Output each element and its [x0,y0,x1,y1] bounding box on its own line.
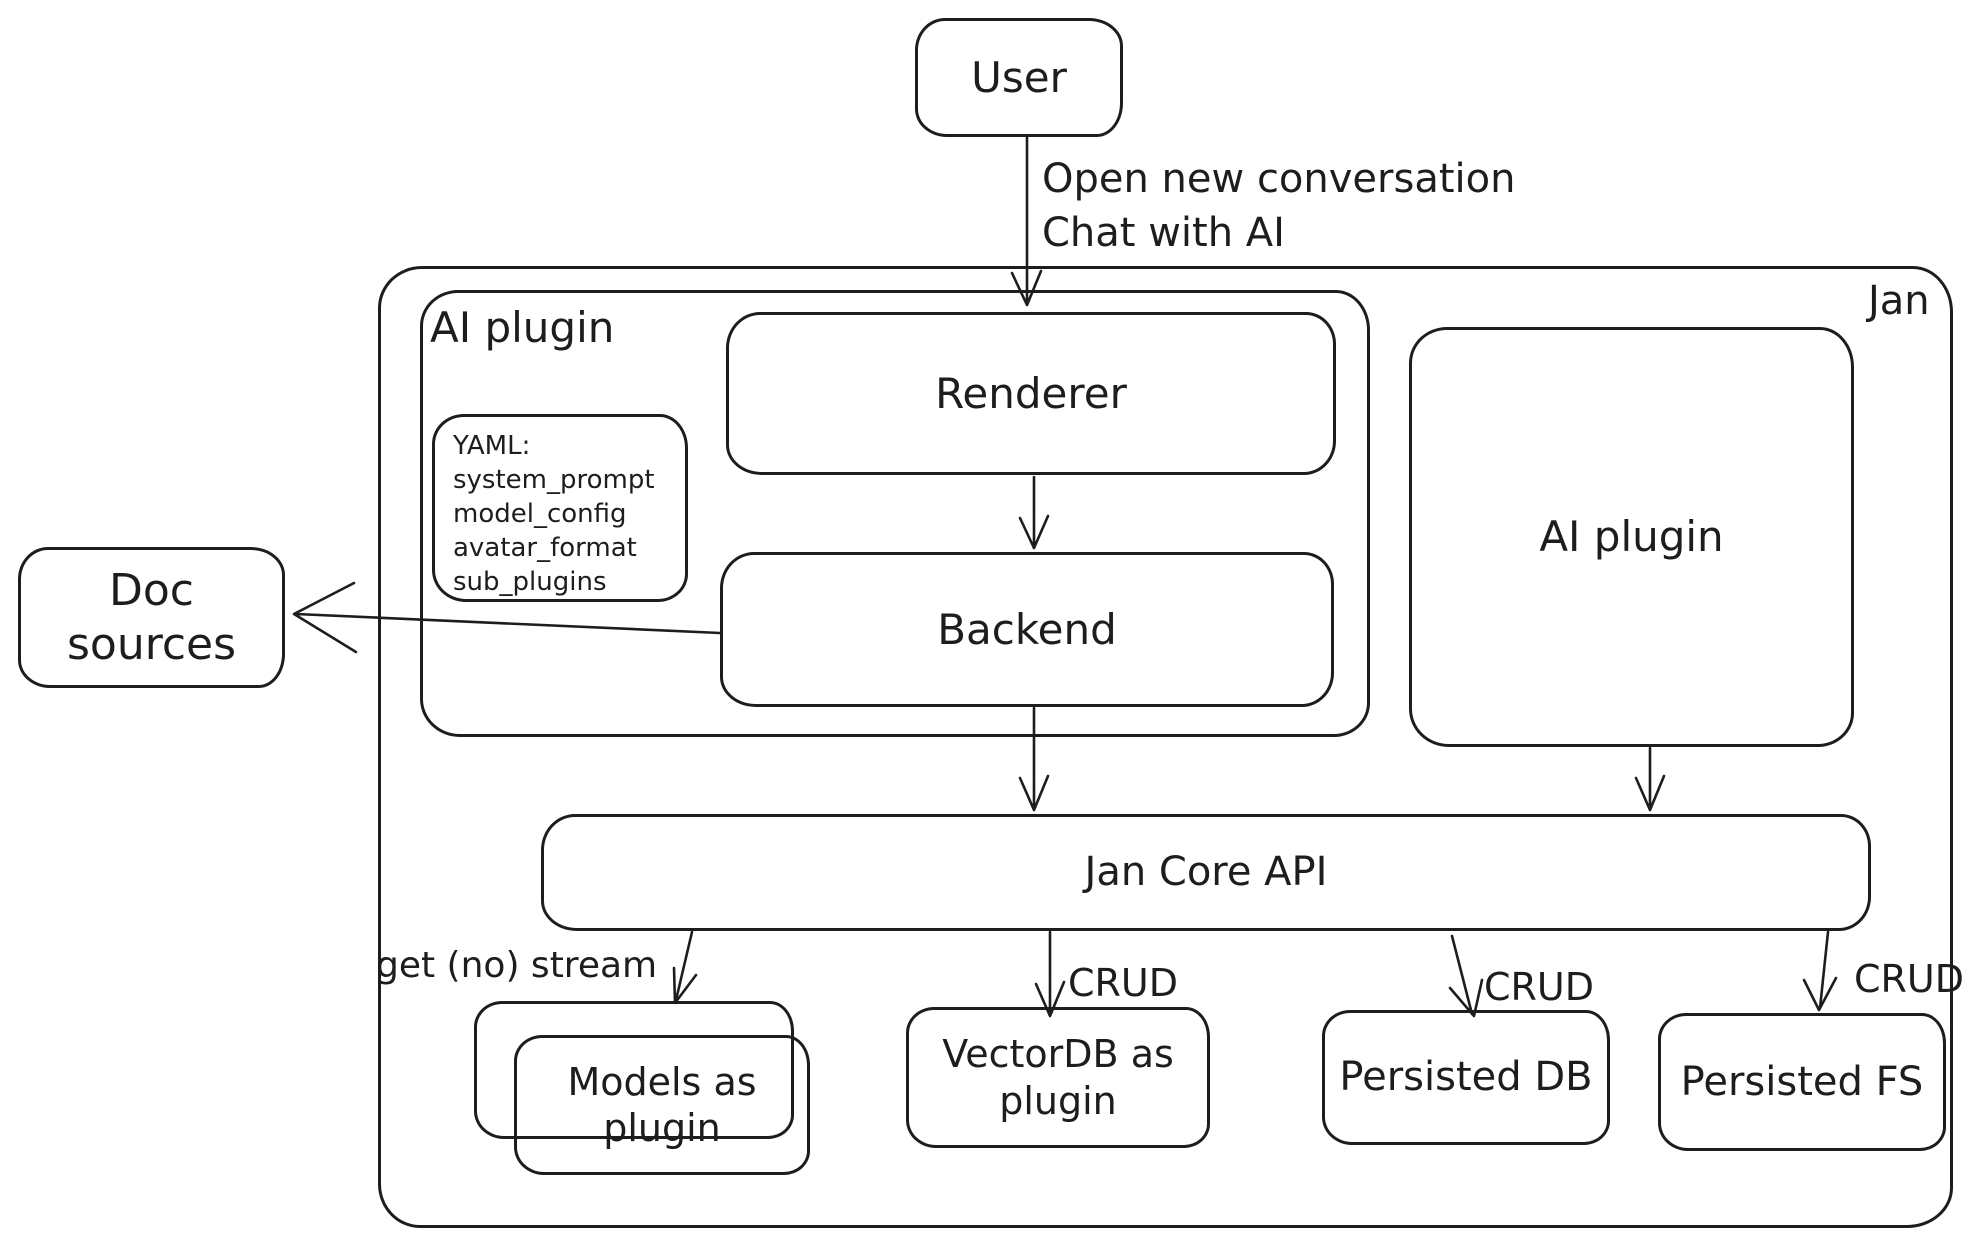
edge-label-user-to-renderer: Open new conversation Chat with AI [1042,156,1516,256]
node-jan-core-api-label: Jan Core API [1084,849,1328,896]
node-persisted-db-label: Persisted DB [1339,1054,1593,1101]
node-persisted-fs-label: Persisted FS [1680,1058,1924,1105]
node-persisted-fs: Persisted FS [1658,1013,1946,1151]
node-models-as-plugin-label: Models as plugin [567,1059,757,1150]
node-models-as-plugin-back [474,1001,794,1139]
edge-label-crud-persisted-db: CRUD [1484,965,1595,1009]
node-ai-plugin-left-label: AI plugin [430,303,615,352]
node-persisted-db: Persisted DB [1322,1010,1610,1145]
node-vectordb-as-plugin: VectorDB as plugin [906,1007,1210,1148]
edge-label-crud-vectordb: CRUD [1068,961,1179,1005]
node-user: User [915,18,1123,137]
node-jan-label: Jan [1868,278,1930,324]
node-doc-sources-label: Doc sources [66,564,237,670]
node-models-as-plugin: Models as plugin [514,1035,810,1175]
edge-label-get-no-stream: get (no) stream [376,945,658,986]
node-ai-plugin-right-label: AI plugin [1539,512,1724,562]
node-doc-sources: Doc sources [18,547,285,688]
node-backend: Backend [720,552,1334,707]
node-backend-label: Backend [937,604,1117,654]
node-ai-plugin-left-group [420,290,1370,737]
node-yaml-note: YAML: system_prompt model_config avatar_… [432,414,688,602]
yaml-note-text: YAML: system_prompt model_config avatar_… [453,431,655,597]
node-jan-core-api: Jan Core API [541,814,1871,931]
node-user-label: User [971,52,1067,102]
node-renderer: Renderer [726,312,1336,475]
node-vectordb-as-plugin-label: VectorDB as plugin [942,1032,1174,1123]
node-ai-plugin-right: AI plugin [1409,327,1854,747]
node-jan-container [378,266,1953,1228]
edge-label-crud-persisted-fs: CRUD [1854,957,1965,1001]
node-renderer-label: Renderer [935,368,1127,418]
